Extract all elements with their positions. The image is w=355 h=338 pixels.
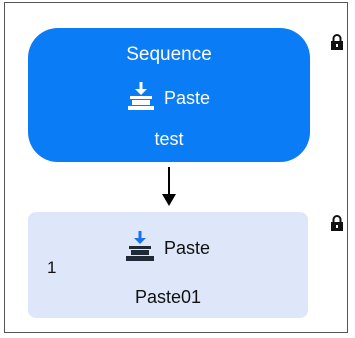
lock-icon[interactable]	[330, 34, 344, 55]
paste-icon	[125, 230, 154, 266]
sequence-action-label: Paste	[163, 88, 211, 108]
step-name: Paste01	[134, 287, 202, 307]
lock-icon[interactable]	[330, 215, 344, 236]
paste-icon	[127, 81, 154, 115]
sequence-action: Paste	[28, 81, 310, 115]
step-action: Paste	[28, 230, 308, 266]
sequence-title: Sequence	[126, 44, 212, 65]
sequence-subtitle: test	[154, 129, 184, 149]
step-index: 1	[47, 258, 57, 277]
step-node-paste01[interactable]: 1 Paste Paste01	[28, 212, 308, 318]
sequence-node[interactable]: Sequence Paste test	[28, 28, 310, 162]
step-action-label: Paste	[163, 238, 211, 258]
down-arrow-icon	[161, 167, 177, 212]
